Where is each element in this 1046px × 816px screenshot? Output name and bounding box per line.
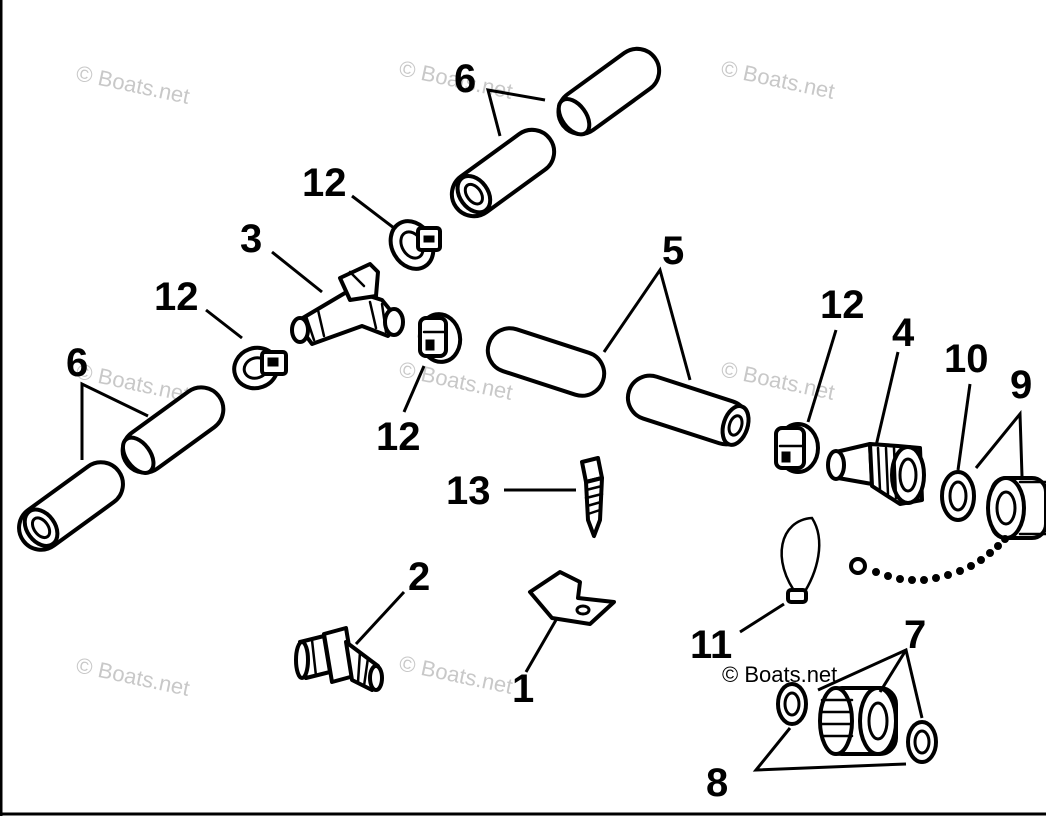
clamp-upper bbox=[388, 219, 442, 271]
watermark: © Boats.net bbox=[397, 650, 515, 698]
coupling-assembly bbox=[818, 686, 898, 756]
callout-12-middle: 12 bbox=[376, 415, 421, 459]
callout-11: 11 bbox=[690, 623, 732, 667]
callout-8: 8 bbox=[706, 761, 728, 805]
callout-12-right: 12 bbox=[820, 283, 865, 327]
callout-2: 2 bbox=[408, 555, 430, 599]
screw bbox=[580, 456, 604, 538]
watermark: © Boats.net bbox=[74, 652, 192, 700]
watermark: © Boats.net bbox=[74, 60, 192, 108]
callout-7: 7 bbox=[904, 613, 926, 657]
tee-fitting bbox=[290, 262, 405, 346]
callout-6-upper: 6 bbox=[454, 57, 476, 101]
hose-upper-right bbox=[556, 46, 662, 137]
hose-lower-left bbox=[17, 460, 125, 552]
hose-lower-right bbox=[120, 385, 226, 475]
watermark: © Boats.net bbox=[722, 662, 837, 687]
watermark: © Boats.net bbox=[719, 55, 837, 103]
clip bbox=[528, 570, 616, 626]
callout-10: 10 bbox=[944, 337, 989, 381]
barb-fitting bbox=[294, 626, 384, 692]
callout-1: 1 bbox=[512, 667, 534, 711]
callout-12-upper: 12 bbox=[302, 161, 347, 205]
washer-8-right bbox=[906, 720, 938, 764]
clamp-right bbox=[774, 422, 820, 474]
clamp-middle bbox=[417, 312, 463, 364]
cable-tie bbox=[780, 516, 821, 604]
watermarks: © Boats.net © Boats.net © Boats.net © Bo… bbox=[74, 55, 837, 700]
callout-9: 9 bbox=[1010, 363, 1032, 407]
callout-5: 5 bbox=[662, 229, 684, 273]
hose-middle-right bbox=[625, 373, 751, 447]
washer-10 bbox=[940, 470, 976, 522]
callout-4: 4 bbox=[892, 311, 915, 355]
callout-13: 13 bbox=[446, 469, 491, 513]
callout-6-lower: 6 bbox=[66, 341, 88, 385]
leader-lines bbox=[80, 88, 1024, 772]
cap-with-chain bbox=[986, 476, 1046, 540]
cap-chain bbox=[849, 535, 1009, 584]
callout-3: 3 bbox=[240, 217, 262, 261]
washer-8-left bbox=[776, 682, 808, 726]
hose-connector bbox=[826, 442, 926, 506]
hose-middle-left bbox=[485, 326, 607, 398]
callouts: 6 12 3 5 12 12 4 10 9 6 12 13 2 11 7 1 8 bbox=[66, 57, 1032, 805]
clamp-left bbox=[232, 345, 288, 391]
callout-12-left: 12 bbox=[154, 275, 199, 319]
hose-upper-left bbox=[449, 127, 557, 219]
